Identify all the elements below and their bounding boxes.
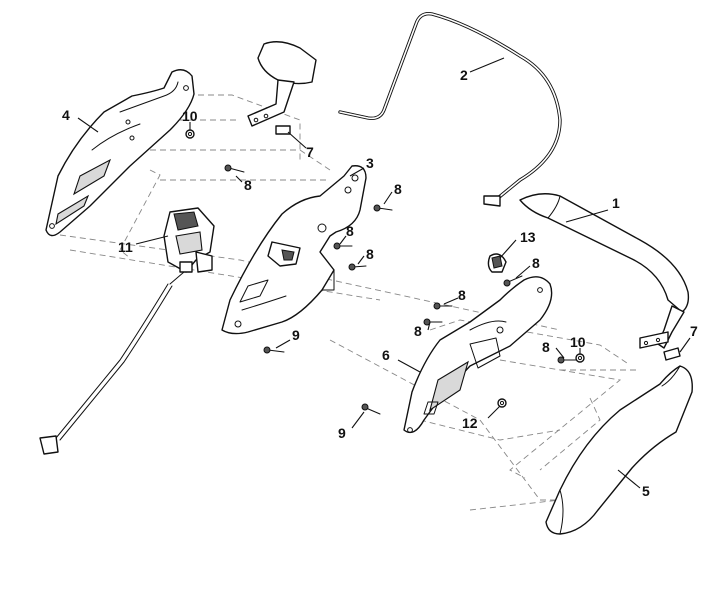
callout-12: 12 bbox=[462, 415, 478, 431]
control-bail-wire bbox=[338, 12, 562, 207]
callout-8-g: 8 bbox=[414, 323, 422, 339]
callout-8-h: 8 bbox=[542, 339, 550, 355]
screw-9-b bbox=[361, 403, 381, 415]
left-handle-half bbox=[45, 69, 195, 237]
clip-part bbox=[487, 253, 507, 273]
callout-8-b: 8 bbox=[394, 181, 402, 197]
screw-8-h bbox=[557, 356, 577, 364]
callout-8-e: 8 bbox=[532, 255, 540, 271]
callout-6: 6 bbox=[382, 347, 390, 363]
right-handle-shell bbox=[545, 365, 693, 535]
handle-grip-tube bbox=[519, 193, 690, 349]
callout-9-b: 9 bbox=[338, 425, 346, 441]
washer-12 bbox=[497, 398, 507, 408]
callout-7-left: 7 bbox=[306, 144, 314, 160]
callout-3: 3 bbox=[366, 155, 374, 171]
callout-10-left: 10 bbox=[182, 108, 198, 124]
callout-13: 13 bbox=[520, 229, 536, 245]
callout-11: 11 bbox=[118, 239, 133, 255]
callout-7-right: 7 bbox=[690, 323, 698, 339]
screw-8-f bbox=[433, 302, 453, 310]
nut-10-left bbox=[185, 129, 195, 139]
callout-8-d: 8 bbox=[366, 246, 374, 262]
callout-labels: 1 2 3 4 5 6 7 7 8 8 8 8 8 8 8 8 9 9 10 1… bbox=[62, 67, 698, 499]
screw-8-b bbox=[373, 204, 393, 212]
callout-leaders bbox=[77, 57, 691, 489]
assembly-guide-lines bbox=[59, 94, 640, 511]
rivet-7-right bbox=[663, 347, 681, 361]
callout-1: 1 bbox=[612, 195, 620, 211]
screw-8-g bbox=[423, 318, 443, 326]
screw-9-a bbox=[263, 346, 285, 354]
handle-mount-bracket-left bbox=[247, 41, 317, 127]
callout-8-f: 8 bbox=[458, 287, 466, 303]
screw-8-c bbox=[333, 242, 353, 250]
screw-8-e bbox=[503, 275, 523, 287]
callout-9-a: 9 bbox=[292, 327, 300, 343]
screw-8-d bbox=[348, 263, 367, 271]
callout-5: 5 bbox=[642, 483, 650, 499]
callout-8-c: 8 bbox=[346, 223, 354, 239]
nut-10-right bbox=[575, 353, 585, 363]
right-handle-inner-half bbox=[403, 276, 553, 434]
switch-module-with-cable bbox=[39, 207, 215, 455]
screw-8-a bbox=[224, 164, 245, 173]
callout-8-a: 8 bbox=[244, 177, 252, 193]
callout-10-right: 10 bbox=[570, 334, 586, 350]
callout-2: 2 bbox=[460, 67, 468, 83]
switch-housing-cover bbox=[221, 165, 367, 335]
callout-4: 4 bbox=[62, 107, 70, 123]
rivet-7-left bbox=[275, 125, 291, 135]
